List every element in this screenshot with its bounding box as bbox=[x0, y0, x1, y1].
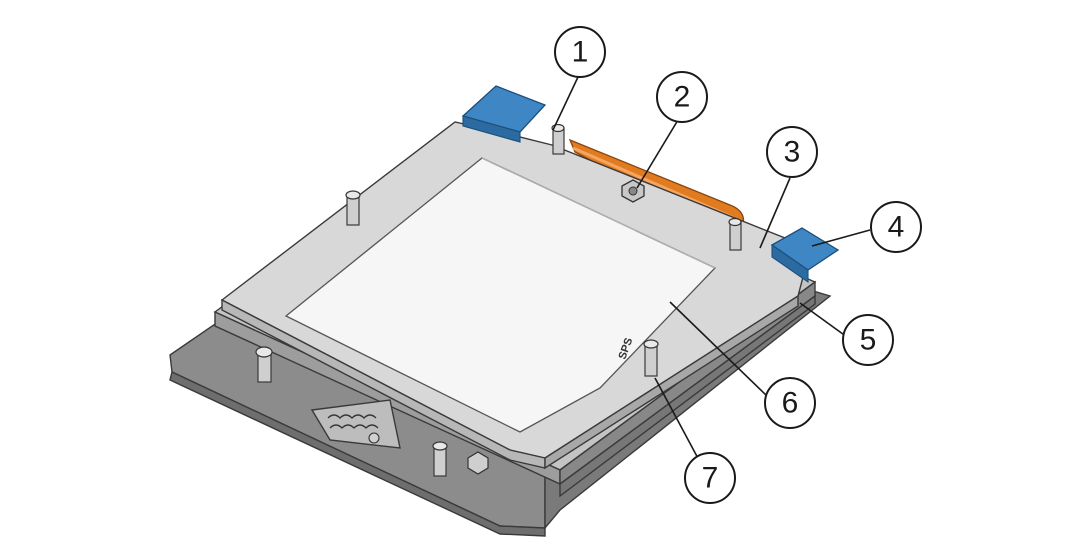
hex-nut bbox=[467, 451, 489, 475]
blue-tab-right bbox=[770, 227, 840, 284]
svg-text:4: 4 bbox=[888, 211, 905, 244]
leader-lines bbox=[552, 76, 871, 463]
latch-mechanism bbox=[310, 399, 401, 449]
blue-tab-left bbox=[461, 85, 547, 143]
screw-post-left bbox=[345, 190, 361, 226]
svg-text:1: 1 bbox=[572, 36, 589, 69]
screw-post-base-left bbox=[255, 346, 273, 383]
screw-post-base-front bbox=[432, 441, 448, 477]
svg-text:7: 7 bbox=[702, 462, 719, 495]
callout-7: 7 bbox=[684, 452, 736, 504]
callout-5: 5 bbox=[842, 314, 894, 366]
screw-post-front bbox=[643, 339, 659, 377]
svg-text:2: 2 bbox=[674, 81, 691, 114]
callout-3: 3 bbox=[766, 126, 818, 178]
processor-window bbox=[284, 157, 717, 433]
svg-text:3: 3 bbox=[784, 136, 801, 169]
screw-post-right bbox=[728, 217, 742, 251]
callout-2: 2 bbox=[656, 71, 708, 123]
callout-1: 1 bbox=[554, 26, 606, 78]
svg-text:5: 5 bbox=[860, 324, 877, 357]
callout-4: 4 bbox=[870, 201, 922, 253]
svg-text:6: 6 bbox=[782, 387, 799, 420]
callout-6: 6 bbox=[764, 377, 816, 429]
